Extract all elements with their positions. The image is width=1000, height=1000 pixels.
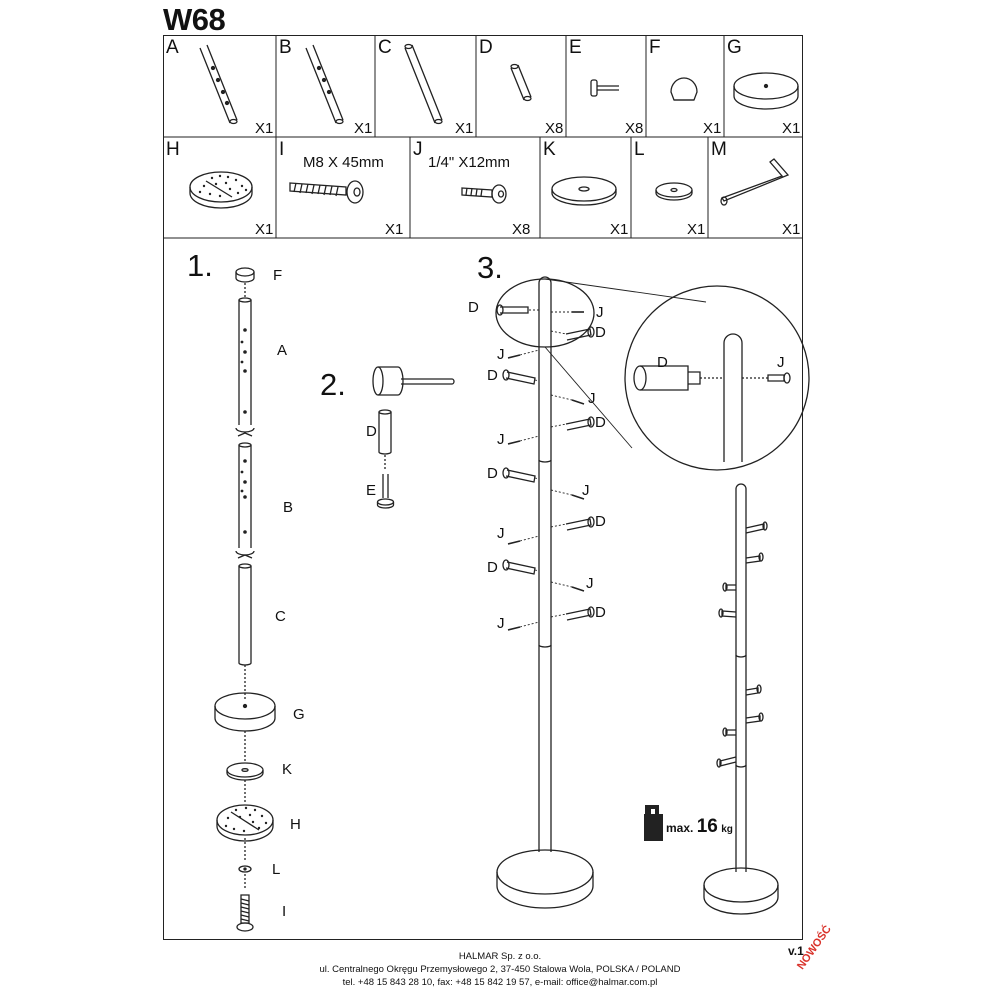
- part-letter-j: J: [413, 139, 423, 160]
- step1-label-a: A: [277, 342, 288, 359]
- part-letter-f: F: [649, 37, 661, 58]
- part-letter-b: B: [279, 37, 292, 58]
- part-qty-m: X1: [782, 221, 801, 238]
- part-letter-k: K: [543, 139, 556, 160]
- step3-label-d: D: [487, 367, 498, 384]
- step3-label-d: D: [468, 299, 479, 316]
- max-load-value: 16: [696, 816, 718, 837]
- step-2-number: 2.: [320, 367, 346, 402]
- part-qty-k: X1: [610, 221, 629, 238]
- footer-address: ul. Centralnego Okręgu Przemysłowego 2, …: [319, 964, 681, 975]
- step3-label-j: J: [586, 575, 594, 592]
- part-qty-e: X8: [625, 120, 644, 137]
- part-qty-c: X1: [455, 120, 474, 137]
- step2-label-d: D: [366, 423, 377, 440]
- step1-label-b: B: [283, 499, 294, 516]
- part-j-bolt: [461, 184, 507, 204]
- max-load-label: max. 16 kg: [666, 816, 733, 838]
- part-qty-i: X1: [385, 221, 404, 238]
- version-label: v.1: [788, 944, 804, 958]
- part-letter-i: I: [279, 139, 285, 160]
- step1-label-l: L: [272, 861, 281, 878]
- step-1-number: 1.: [187, 248, 213, 283]
- step3-label-j: J: [497, 525, 505, 542]
- part-letter-h: H: [166, 139, 180, 160]
- part-qty-f: X1: [703, 120, 722, 137]
- part-letter-c: C: [378, 37, 392, 58]
- part-g-base: [733, 72, 799, 110]
- step3-label-d: D: [487, 465, 498, 482]
- part-letter-e: E: [569, 37, 582, 58]
- part-k-washer: [551, 176, 617, 206]
- part-qty-g: X1: [782, 120, 801, 137]
- step3-label-d: D: [595, 513, 606, 530]
- part-i-bolt: [289, 180, 364, 204]
- part-b-pipe: [305, 44, 344, 125]
- step1-label-g: G: [293, 706, 305, 723]
- part-letter-m: M: [711, 139, 727, 160]
- step1-label-i: I: [282, 903, 287, 920]
- weight-icon: [644, 805, 663, 841]
- step1-label-h: H: [290, 816, 301, 833]
- part-letter-l: L: [634, 139, 645, 160]
- part-spec-i: M8 X 45mm: [303, 154, 384, 171]
- step3-pole: [495, 276, 810, 909]
- part-l-washer: [655, 182, 693, 201]
- assembled-preview: [703, 483, 779, 915]
- step3-label-j: J: [497, 346, 505, 363]
- instruction-frame: [163, 35, 803, 940]
- step1-label-k: K: [282, 761, 293, 778]
- step1-assembly: [214, 267, 276, 932]
- part-qty-j: X8: [512, 221, 531, 238]
- step1-label-f: F: [273, 267, 283, 284]
- step3-label-d: D: [595, 324, 606, 341]
- step3-label-d: D: [595, 414, 606, 431]
- part-h-plate: [189, 171, 253, 209]
- part-letter-d: D: [479, 37, 493, 58]
- part-c-pipe: [404, 43, 443, 125]
- part-qty-l: X1: [687, 221, 706, 238]
- parts-grid: [163, 35, 803, 239]
- step3-label-d: D: [487, 559, 498, 576]
- part-spec-j: 1/4" X12mm: [428, 154, 511, 171]
- max-load-prefix: max.: [666, 821, 694, 835]
- step1-label-c: C: [275, 608, 286, 625]
- part-qty-b: X1: [354, 120, 373, 137]
- footer-company: HALMAR Sp. z o.o.: [458, 951, 542, 962]
- step3-label-j: J: [497, 431, 505, 448]
- part-qty-a: X1: [255, 120, 274, 137]
- part-e-cap: [590, 79, 619, 97]
- step3-label-j: J: [588, 390, 596, 407]
- zoom-label-d: D: [657, 354, 668, 371]
- part-letter-g: G: [727, 37, 742, 58]
- step3-label-j: J: [582, 482, 590, 499]
- max-load-unit: kg: [721, 824, 733, 835]
- step3-label-d: D: [595, 604, 606, 621]
- part-d-hook: [510, 63, 532, 102]
- part-qty-d: X8: [545, 120, 564, 137]
- step-3-number: 3.: [477, 250, 503, 285]
- zoom-label-j: J: [777, 354, 785, 371]
- step2-assembly: [372, 366, 455, 509]
- footer-contact: tel. +48 15 843 28 10, fax: +48 15 842 1…: [342, 977, 658, 988]
- product-code: W68: [163, 2, 226, 37]
- step2-label-e: E: [366, 482, 377, 499]
- part-letter-a: A: [166, 37, 179, 58]
- part-m-hex-key: [720, 158, 790, 206]
- part-f-top-cap: [670, 77, 698, 101]
- part-a-pipe: [199, 44, 238, 125]
- step3-label-j: J: [596, 304, 604, 321]
- part-qty-h: X1: [255, 221, 274, 238]
- step3-label-j: J: [497, 615, 505, 632]
